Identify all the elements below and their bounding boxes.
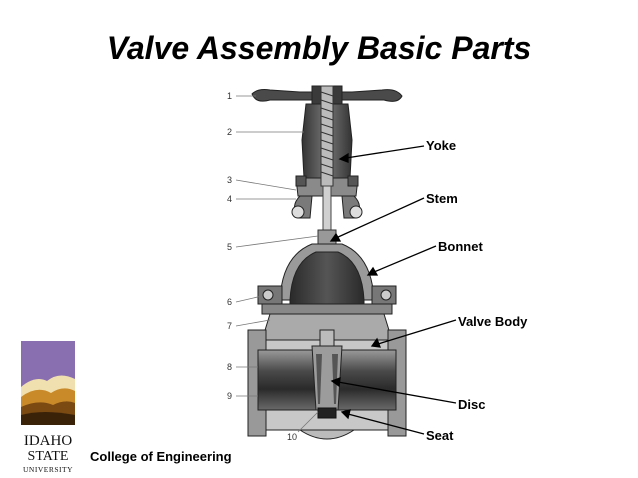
part-number-leaders <box>235 95 319 433</box>
part-number-5: 5 <box>227 242 232 252</box>
disc <box>311 329 343 411</box>
callout-seat: Seat <box>426 428 454 443</box>
part-number-8: 8 <box>227 362 232 372</box>
part-number-1: 1 <box>227 91 232 101</box>
callout-disc: Disc <box>458 397 486 412</box>
part-number-7: 7 <box>227 321 232 331</box>
slide-title: Valve Assembly Basic Parts <box>106 30 532 66</box>
seat <box>317 407 337 419</box>
callout-arrows <box>329 145 457 435</box>
part-number-2: 2 <box>227 127 232 137</box>
logo-idaho: IDAHO <box>23 433 73 449</box>
callout-yoke: Yoke <box>426 138 457 153</box>
logo-state: STATE <box>27 449 69 464</box>
part-number-6: 6 <box>227 297 232 307</box>
department-name: College of Engineering <box>90 449 232 464</box>
callout-stem: Stem <box>426 191 458 206</box>
callout-bonnet: Bonnet <box>438 239 483 254</box>
logo-landscape-icon <box>21 341 75 425</box>
idaho-state-logo: IDAHO STATE UNIVERSITY <box>21 341 75 474</box>
logo-university: UNIVERSITY <box>23 465 73 474</box>
part-number-9: 9 <box>227 391 232 401</box>
part-number-4: 4 <box>227 194 232 204</box>
part-number-labels: 1 2 3 4 5 6 7 8 9 10 <box>227 91 297 442</box>
callout-valve-body: Valve Body <box>458 314 528 329</box>
part-number-3: 3 <box>227 175 232 185</box>
part-number-10: 10 <box>287 432 297 442</box>
